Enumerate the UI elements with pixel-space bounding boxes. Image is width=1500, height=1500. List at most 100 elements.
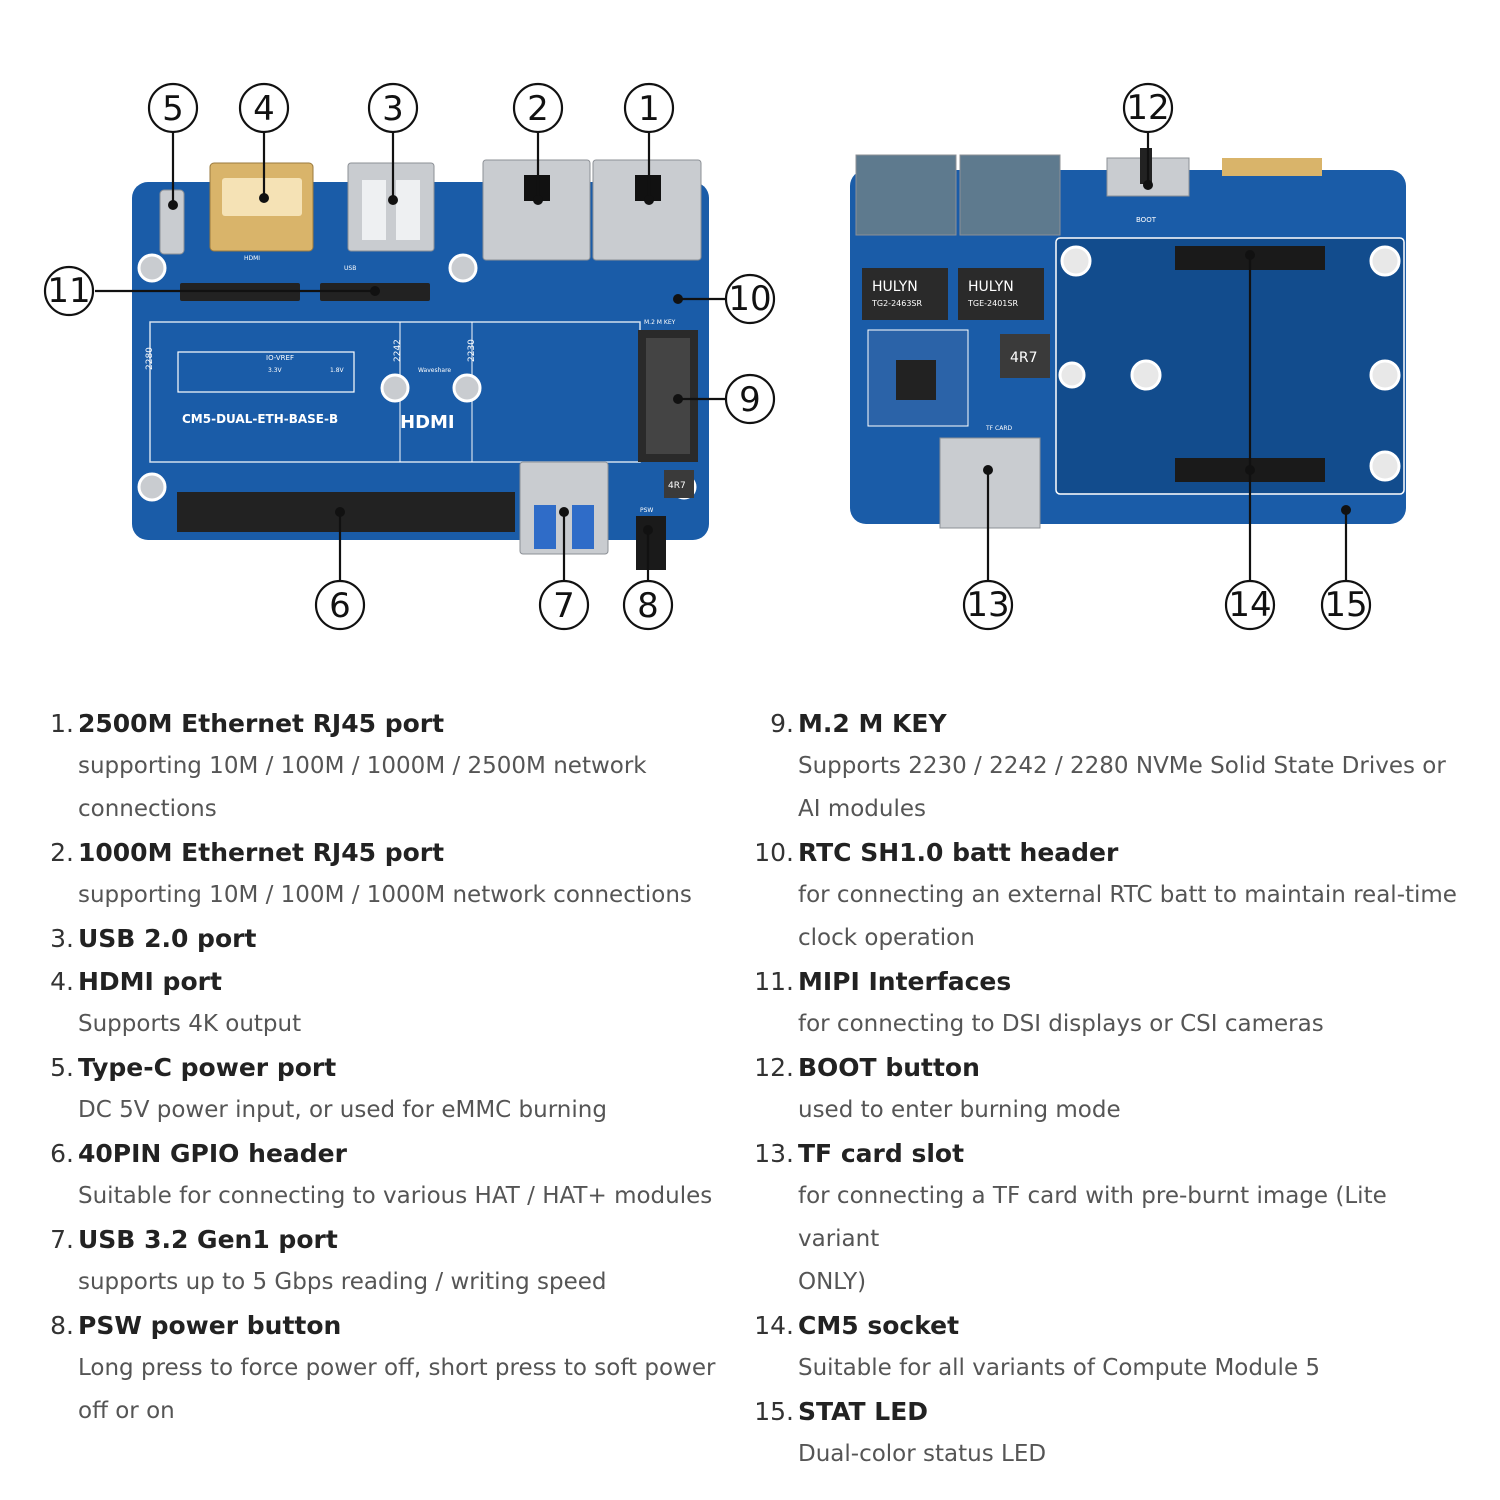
- back-hole-6: [1058, 361, 1086, 389]
- psw-button-shape: [636, 516, 666, 570]
- feature-number: 12.: [754, 1053, 794, 1082]
- feature-number: 9.: [770, 709, 794, 738]
- usb-port-label: USB: [344, 265, 356, 272]
- m2-standoff-2230: [452, 373, 482, 403]
- front-board: CM5-DUAL-ETH-BASE-B HDMI HDMI USB M.2 M …: [132, 159, 709, 570]
- feature-number: 15.: [754, 1397, 794, 1426]
- feature-description: off or on: [78, 1398, 175, 1424]
- front-hole-2: [448, 253, 478, 283]
- front-hole-3: [137, 472, 167, 502]
- magjack-1-part: TG2-2463SR: [871, 299, 923, 308]
- feature-number: 8.: [50, 1311, 74, 1340]
- feature-number: 2.: [50, 838, 74, 867]
- leader-lines: [95, 133, 1348, 580]
- config-box: [177, 351, 355, 393]
- svg-text:6: 6: [329, 586, 351, 626]
- feature-number: 10.: [754, 838, 794, 867]
- feature-item: 7.USB 3.2 Gen1 port supports up to 5 Gbps…: [44, 1218, 734, 1304]
- tf-card-label: TF CARD: [985, 425, 1012, 432]
- back-hole-3: [1130, 359, 1162, 391]
- feature-title: STAT LED: [798, 1397, 929, 1426]
- feature-title: RTC SH1.0 batt header: [798, 838, 1119, 867]
- callout-9: 9: [724, 373, 776, 425]
- feature-description: Supports 2230 / 2242 / 2280 NVMe Solid S…: [798, 753, 1446, 779]
- callout-2: 2: [512, 82, 564, 134]
- svg-text:4: 4: [253, 89, 275, 129]
- svg-text:7: 7: [553, 586, 575, 626]
- svg-text:14: 14: [1228, 585, 1271, 625]
- feature-title: Type-C power port: [78, 1053, 337, 1082]
- back-hole-1: [1060, 245, 1092, 277]
- back-hole-2: [1369, 245, 1401, 277]
- svg-text:3: 3: [382, 89, 404, 129]
- rj45-back-1: [855, 154, 957, 236]
- feature-description: Long press to force power off, short pre…: [78, 1355, 716, 1381]
- feature-description: Supports 4K output: [78, 1011, 302, 1037]
- tf-card-slot-shape: [939, 437, 1041, 529]
- front-hole-1: [137, 253, 167, 283]
- size-2242-label: 2242: [393, 339, 403, 362]
- feature-item: 3.USB 2.0 port: [44, 917, 734, 960]
- top-gold-header: [1222, 158, 1322, 176]
- feature-description: Suitable for connecting to various HAT /…: [78, 1183, 713, 1209]
- leader-dots: [168, 180, 1351, 535]
- model-label: CM5-DUAL-ETH-BASE-B: [182, 412, 338, 426]
- feature-title: CM5 socket: [798, 1311, 960, 1340]
- feature-description: supporting 10M / 100M / 1000M network co…: [78, 882, 692, 908]
- hdmi-logo: HDMI: [400, 412, 455, 433]
- back-inductor-label: 4R7: [1010, 350, 1038, 366]
- feature-title: BOOT button: [798, 1053, 980, 1082]
- front-pcb: [132, 182, 709, 540]
- rj45-back-2: [959, 154, 1061, 236]
- rj45-1-shape: [592, 159, 702, 261]
- feature-number: 4.: [50, 967, 74, 996]
- gpio-header: [177, 492, 515, 532]
- feature-number: 13.: [754, 1139, 794, 1168]
- back-hole-4: [1369, 359, 1401, 391]
- feature-title: USB 3.2 Gen1 port: [78, 1225, 338, 1254]
- usb3-slot-2: [572, 505, 594, 549]
- feature-description: for connecting an external RTC batt to m…: [798, 882, 1457, 908]
- usb3-slot-1: [534, 505, 556, 549]
- feature-title: 1000M Ethernet RJ45 port: [78, 838, 445, 867]
- back-board: BOOT HULYN TG2-2463SR HULYN TGE-2401SR 4…: [850, 148, 1406, 529]
- feature-title: TF card slot: [798, 1139, 965, 1168]
- v33-label: 3.3V: [268, 367, 283, 374]
- m2-standoff-2242: [380, 373, 410, 403]
- svg-text:9: 9: [739, 380, 761, 420]
- feature-title: USB 2.0 port: [78, 924, 257, 953]
- feature-description: DC 5V power input, or used for eMMC burn…: [78, 1097, 607, 1123]
- feature-description: supports up to 5 Gbps reading / writing …: [78, 1269, 607, 1295]
- boot-label: BOOT: [1136, 216, 1157, 224]
- callout-10: 10: [724, 273, 776, 325]
- magjack-2-part: TGE-2401SR: [967, 299, 1018, 308]
- feature-item: 10.RTC SH1.0 batt header for connecting a…: [750, 831, 1470, 960]
- feature-description: AI modules: [798, 796, 927, 822]
- back-inductor: [1000, 334, 1050, 378]
- v18-label: 1.8V: [330, 367, 345, 374]
- feature-title: 2500M Ethernet RJ45 port: [78, 709, 445, 738]
- callouts: 5 4 3 2 1 11 10 9 6 7 8 12 13 14 15: [43, 82, 1372, 631]
- feature-description: ONLY): [798, 1269, 867, 1295]
- brand-label: Waveshare: [418, 367, 451, 374]
- board-diagram: CM5-DUAL-ETH-BASE-B HDMI HDMI USB M.2 M …: [0, 0, 1500, 660]
- feature-number: 7.: [50, 1225, 74, 1254]
- controller-chip: [896, 360, 936, 400]
- feature-description: for connecting a TF card with pre-burnt …: [798, 1183, 1387, 1252]
- cm5-area: [1055, 237, 1405, 495]
- feature-number: 3.: [50, 924, 74, 953]
- io-vref-label: IO-VREF: [266, 354, 294, 362]
- callout-3: 3: [367, 82, 419, 134]
- psw-label: PSW: [640, 507, 653, 514]
- usb2-slot-1: [362, 180, 386, 240]
- callout-7: 7: [538, 579, 590, 631]
